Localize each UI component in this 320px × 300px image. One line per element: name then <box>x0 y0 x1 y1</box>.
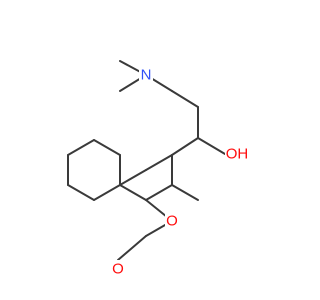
methyl-bond <box>171 184 199 201</box>
ring-c2-c1-bond <box>67 184 95 201</box>
molecule-canvas: N OH O O <box>67 60 249 278</box>
amine-n-mask <box>139 66 153 84</box>
ring-c3-c8-bond <box>119 169 147 186</box>
carbonyl-oxygen-mask <box>111 260 125 278</box>
ring-oxygen-mask <box>165 212 179 230</box>
ring-c0-c9-bond <box>67 139 95 156</box>
atom-label-layer: N OH O O <box>111 66 249 278</box>
hydroxyl-label: OH <box>226 146 249 163</box>
hydroxyl-mask <box>225 145 249 163</box>
ring-inner-double-1 <box>145 154 173 171</box>
carbonyl-oxygen-label: O <box>112 261 124 278</box>
ch2-ring-bond <box>171 90 199 108</box>
ring-c7-c6-bond <box>171 137 199 156</box>
ring-c5-c4-bond <box>145 184 173 201</box>
bond-layer <box>67 60 226 261</box>
ring-c3-c2-bond <box>93 184 121 201</box>
ring-c9-c10-bond <box>93 139 121 156</box>
ring-oxygen-label: O <box>166 213 178 230</box>
molecule-structure-drawing: N OH O O <box>67 60 249 278</box>
ring-c4-c3-bond <box>119 184 147 201</box>
amine-nitrogen-label: N <box>141 67 152 84</box>
carbonyl-bond <box>117 235 147 261</box>
hydroxyl-bond <box>197 137 226 155</box>
